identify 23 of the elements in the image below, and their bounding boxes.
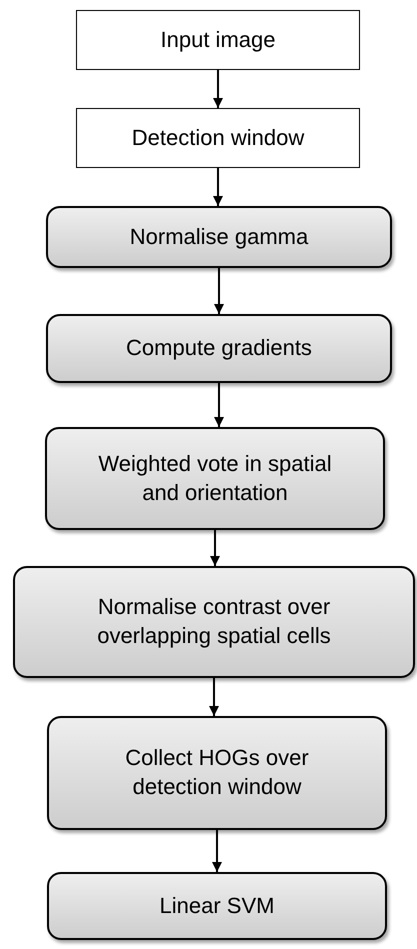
step-label: Input image <box>160 26 276 54</box>
input-box <box>76 10 360 70</box>
process-box <box>47 716 387 830</box>
arrow <box>209 678 219 716</box>
arrow <box>213 70 223 108</box>
arrow <box>214 383 224 427</box>
step-label: Weighted vote in spatial and orientation <box>97 450 333 506</box>
input-box <box>76 108 360 168</box>
process-box <box>13 566 415 678</box>
process-box <box>45 427 385 530</box>
process-box <box>47 872 387 940</box>
step-label: Collect HOGs over detection window <box>124 744 310 801</box>
process-box <box>46 314 392 383</box>
step-label: Normalise contrast over overlapping spatial cells <box>96 593 332 650</box>
process-box <box>46 206 392 268</box>
arrow <box>210 530 220 566</box>
step-label: Compute gradients <box>126 334 312 362</box>
step-label: Detection window <box>132 124 304 152</box>
arrow <box>213 168 223 206</box>
step-label: Normalise gamma <box>130 222 308 251</box>
step-label: Linear SVM <box>160 892 274 920</box>
arrow <box>212 830 222 872</box>
arrow <box>214 268 224 314</box>
